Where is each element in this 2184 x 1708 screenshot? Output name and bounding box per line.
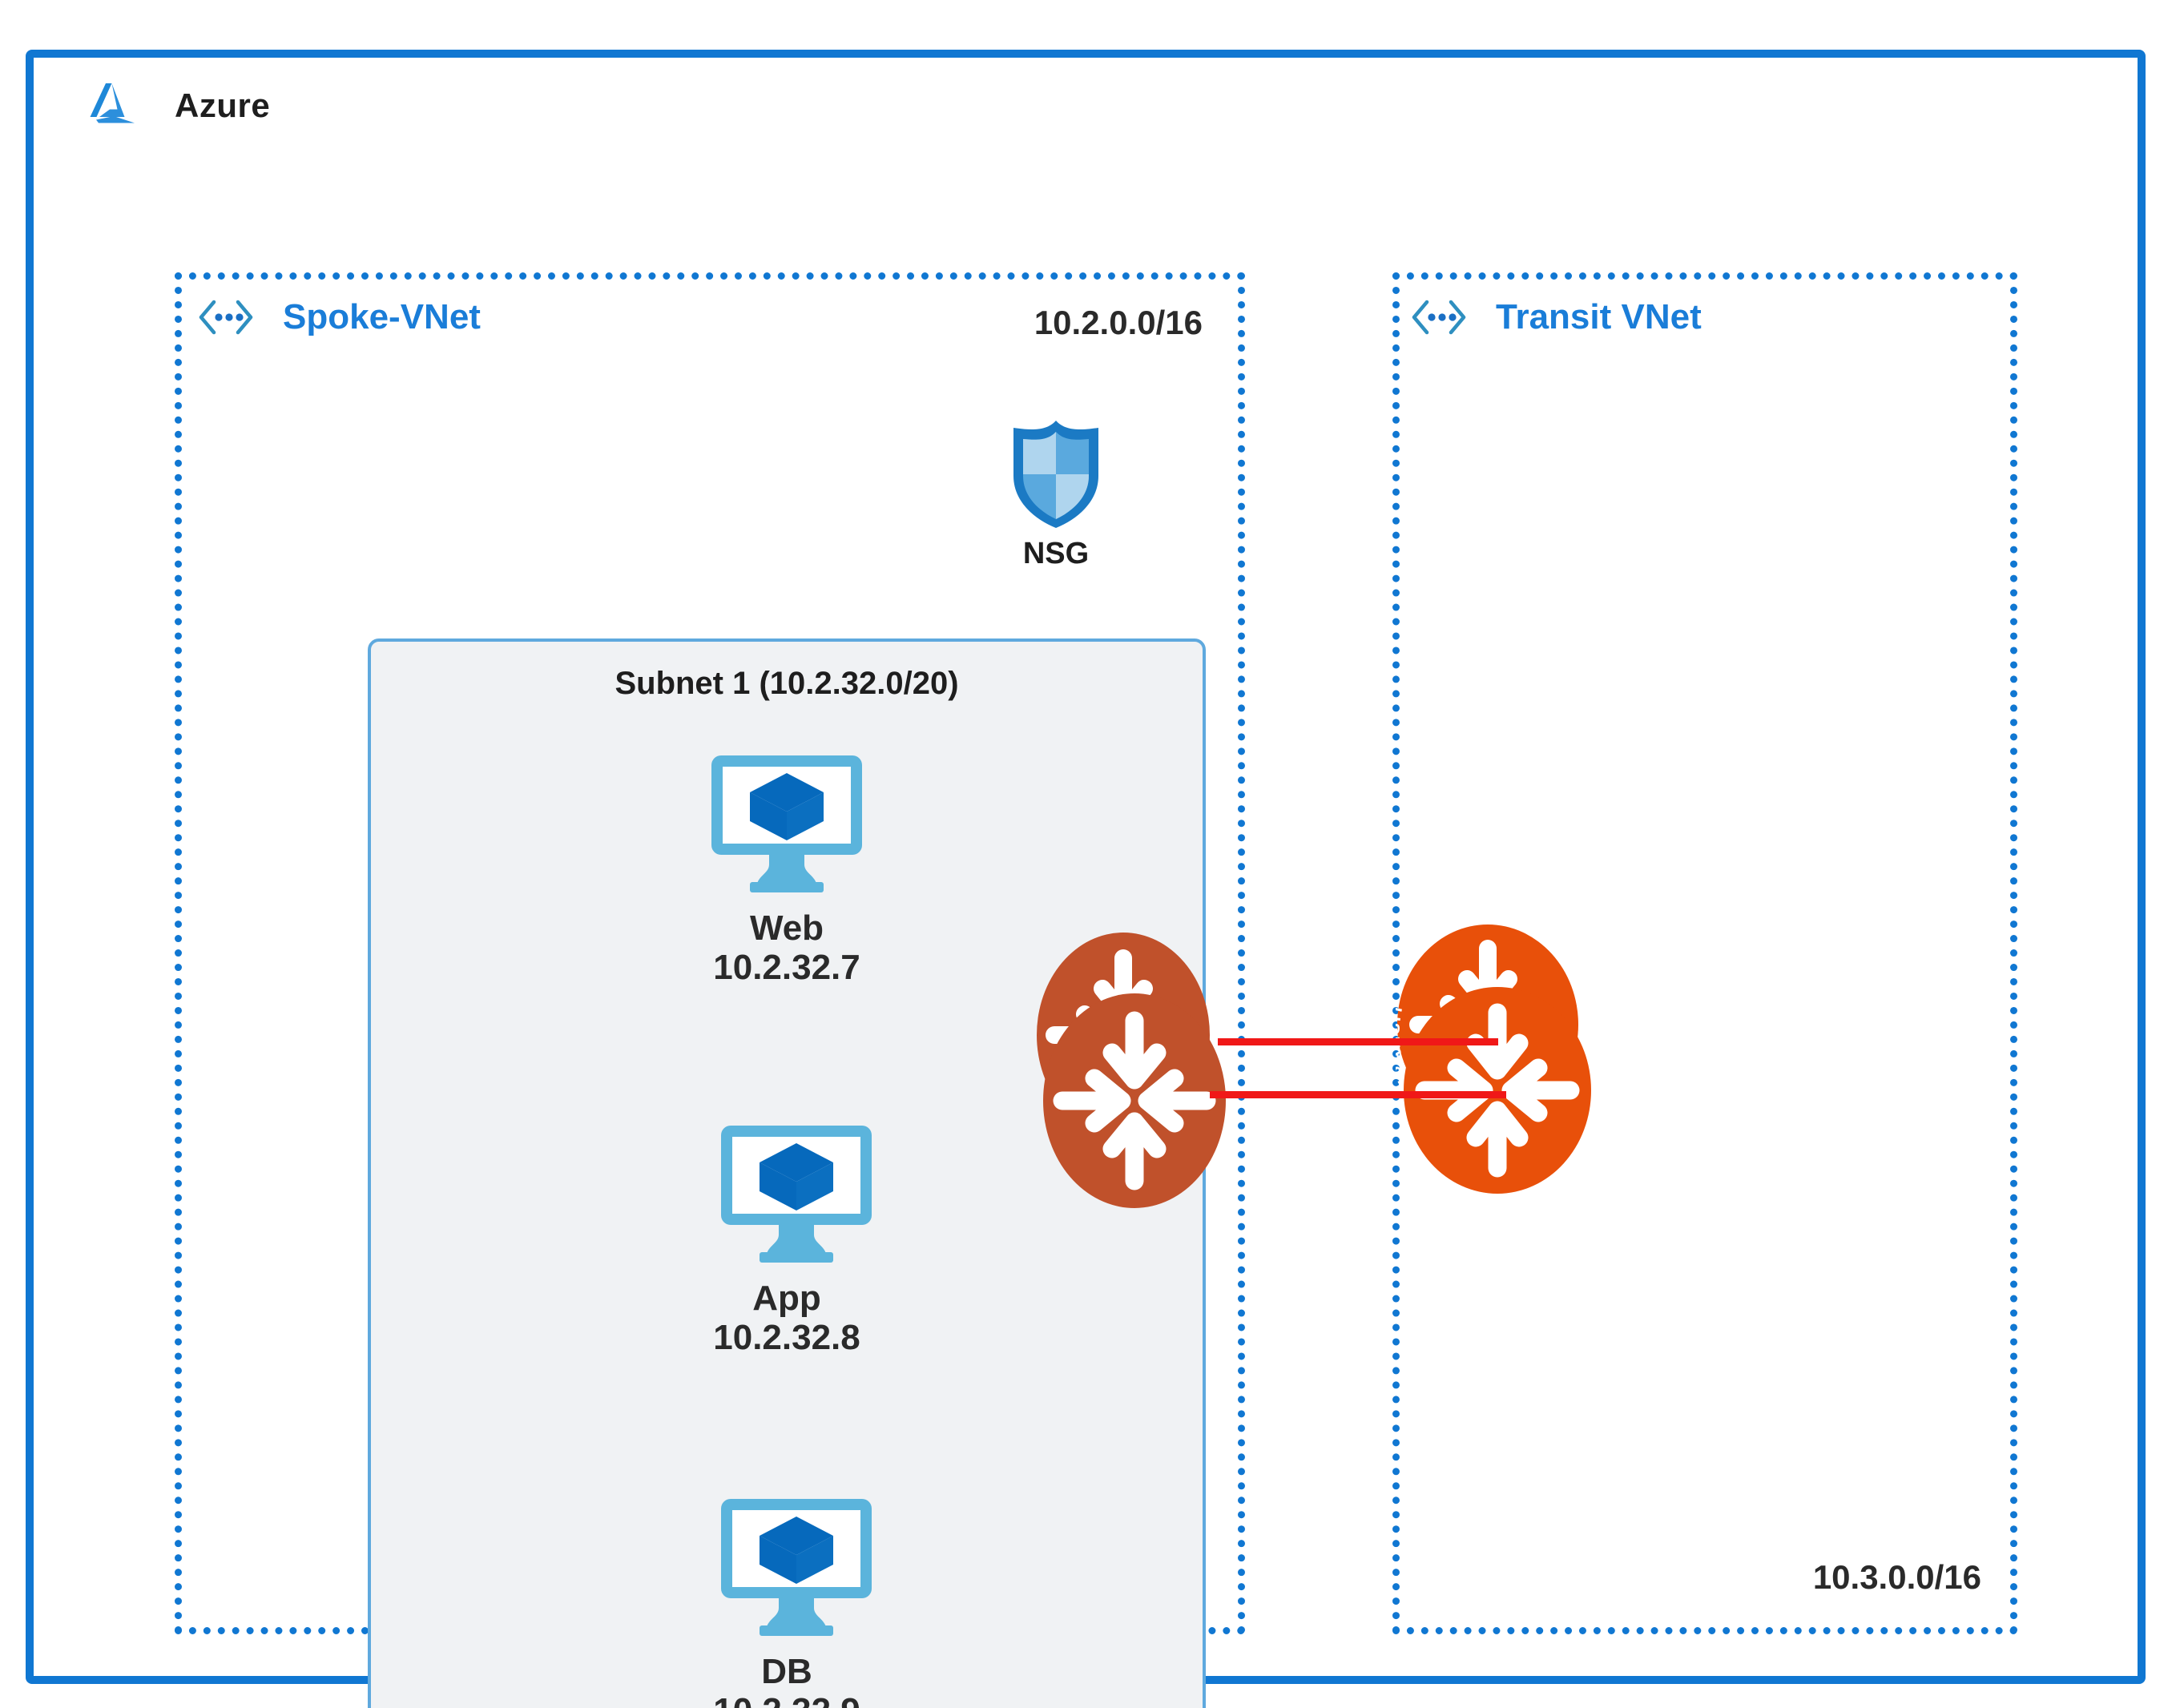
vm-app[interactable]: App 10.2.32.8 — [651, 1124, 923, 1358]
azure-title: Azure — [175, 87, 271, 124]
vm-app-ip: 10.2.32.8 — [713, 1318, 860, 1358]
vnet-spoke-cidr: 10.2.0.0/16 — [1034, 304, 1203, 341]
vm-web-name: Web — [749, 908, 824, 948]
nsg-label: NSG — [1022, 537, 1090, 570]
router-link-bottom — [1210, 1091, 1506, 1098]
shield-icon — [1013, 421, 1098, 528]
azure-cloud-boundary: Azure Spoke-VNet 10.2.0.0/16 Subnet 1 (1… — [26, 50, 2146, 1708]
nsg-node[interactable]: NSG — [992, 418, 1120, 571]
vm-db-name: DB — [761, 1652, 812, 1691]
router-link-top — [1218, 1038, 1498, 1045]
vnet-transit-header: Transit VNet — [1409, 297, 1702, 337]
vm-app-name: App — [752, 1279, 821, 1318]
router-group-transit: TRANSIT TRANSIT — [1396, 923, 1604, 1203]
virtual-machine-icon — [721, 1499, 872, 1636]
azure-header: Azure — [90, 82, 270, 130]
azure-logo-icon — [90, 83, 135, 123]
vnet-transit: Transit VNet 10.3.0.0/16 — [1392, 272, 2017, 1634]
virtual-machine-icon — [711, 755, 862, 892]
virtual-machine-icon — [721, 1126, 872, 1263]
vm-db[interactable]: DB 10.2.32.9 — [651, 1497, 923, 1708]
vnet-transit-cidr: 10.3.0.0/16 — [1812, 1558, 1981, 1596]
vnet-spoke-header: Spoke-VNet — [196, 297, 481, 337]
subnet-1: Subnet 1 (10.2.32.0/20) Web 10.2.32 — [368, 638, 1206, 1708]
vm-db-ip: 10.2.32.9 — [651, 1691, 923, 1708]
subnet-1-title: Subnet 1 (10.2.32.0/20) — [615, 666, 959, 701]
vm-web[interactable]: Web 10.2.32.7 — [651, 754, 923, 988]
vnet-transit-name: Transit VNet — [1496, 297, 1702, 336]
vnet-spoke-name: Spoke-VNet — [283, 297, 481, 336]
vnet-icon — [1412, 300, 1466, 335]
vnet-spoke: Spoke-VNet 10.2.0.0/16 Subnet 1 (10.2.32… — [175, 272, 1245, 1708]
vm-web-ip: 10.2.32.7 — [713, 948, 860, 988]
router-icon[interactable] — [1042, 992, 1227, 1210]
router-group-spoke — [1035, 931, 1235, 1208]
vnet-icon — [199, 300, 253, 335]
router-icon[interactable]: TRANSIT — [1402, 985, 1593, 1195]
